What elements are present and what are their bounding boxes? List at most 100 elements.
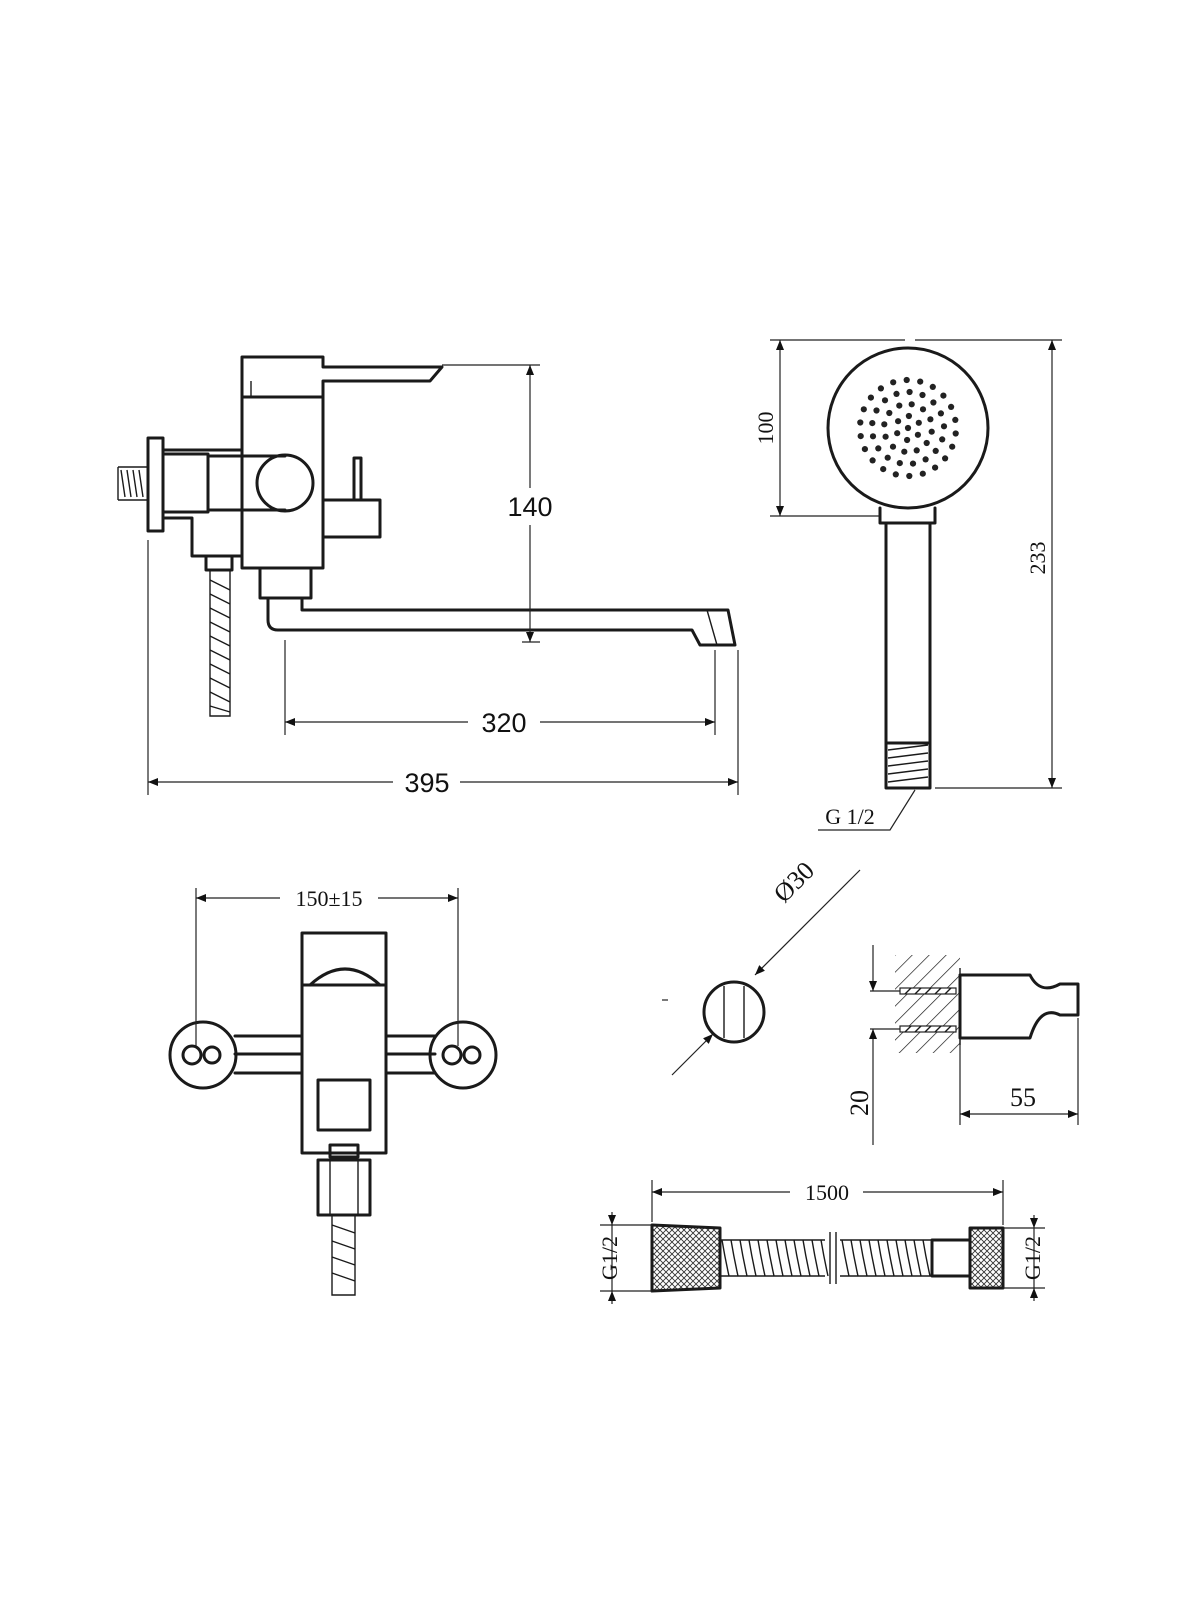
nozzle-dot: [939, 436, 946, 443]
nozzle-dot: [932, 464, 939, 471]
hand-shower-view: [826, 346, 990, 790]
hose-rib: [841, 1239, 850, 1277]
nozzle-dot: [952, 430, 959, 437]
hose-rib: [802, 1239, 811, 1277]
nozzle-dot: [857, 419, 864, 426]
dim-150-label: 150±15: [295, 886, 362, 911]
dim-30-label: Ø30: [768, 856, 820, 908]
hose-rib: [820, 1239, 829, 1277]
dim-20-label: 20: [845, 1090, 874, 1116]
wall-holder-view: [870, 955, 1080, 1053]
nozzle-dot: [873, 407, 880, 414]
dimension-100: 100: [753, 339, 905, 517]
nozzle-dot: [913, 447, 920, 454]
hose-rib: [904, 1239, 913, 1277]
hose-rib: [775, 1239, 784, 1277]
nozzle-dot: [904, 436, 911, 444]
hose-rib: [793, 1239, 802, 1277]
dimension-140: 140: [442, 364, 553, 643]
hose-thread-left-label: G1/2: [597, 1236, 622, 1280]
nozzle-dot: [880, 466, 887, 473]
nozzle-dot: [893, 390, 900, 397]
nozzle-dot: [875, 445, 882, 452]
dim-140-label: 140: [507, 492, 552, 522]
dim-1500-label: 1500: [805, 1180, 849, 1205]
nozzle-dot: [869, 457, 876, 464]
nozzle-dot: [896, 402, 903, 409]
nozzle-dot: [867, 394, 875, 401]
hose-rib: [859, 1239, 868, 1277]
dimension-g12-left: G1/2: [597, 1212, 652, 1304]
dim-233-label: 233: [1025, 542, 1050, 575]
nozzle-dot: [949, 443, 956, 450]
dim-100-label: 100: [753, 412, 778, 445]
nozzle-dot: [929, 383, 936, 390]
nozzle-dot: [892, 471, 899, 478]
hose-rib: [895, 1239, 904, 1277]
hose-rib: [739, 1239, 748, 1277]
nozzle-dot: [901, 448, 908, 455]
nozzle-dot: [937, 410, 945, 417]
nozzle-dot: [928, 428, 935, 435]
nozzle-dot: [906, 472, 913, 480]
hose-rib: [922, 1239, 931, 1277]
nozzle-dot: [889, 443, 897, 450]
hose-rib: [868, 1239, 877, 1277]
hose-rib: [850, 1239, 859, 1277]
hose-rib: [877, 1239, 886, 1277]
mixer-front-view: [168, 931, 498, 1296]
nozzle-dot: [927, 416, 934, 423]
nozzle-dot: [869, 420, 876, 427]
hose-rib: [748, 1239, 757, 1277]
nozzle-dot: [861, 446, 869, 453]
thread-leader: G 1/2: [818, 789, 916, 831]
nozzle-dot: [903, 376, 910, 384]
nozzle-dot: [904, 424, 912, 432]
nozzle-dot: [919, 406, 927, 413]
nozzle-dot: [930, 399, 937, 406]
nozzle-dot: [894, 430, 901, 437]
nozzle-dot: [895, 418, 902, 425]
dimension-150: 150±15: [195, 886, 459, 1046]
nozzle-dot: [940, 423, 948, 430]
shower-nozzles: [857, 376, 959, 480]
nozzle-dot: [882, 433, 889, 440]
hose-rib: [784, 1239, 793, 1277]
nozzle-dot: [857, 433, 864, 440]
nozzle-dot: [917, 378, 924, 385]
hose-rib: [757, 1239, 766, 1277]
hose-view: [650, 1223, 1005, 1293]
dimension-233: 233: [915, 339, 1062, 789]
dim-395-label: 395: [404, 768, 449, 798]
nozzle-dot: [932, 447, 939, 454]
nozzle-dot: [886, 409, 893, 417]
hose-ribs-left: [721, 1239, 829, 1277]
nozzle-dot: [890, 379, 897, 386]
dimension-20: 20: [845, 945, 877, 1145]
dimension-g12-right: G1/2: [1003, 1215, 1045, 1301]
nozzle-dot: [915, 419, 922, 426]
nozzle-dot: [922, 456, 929, 463]
mixer-side-view: [117, 355, 737, 717]
hose-rib: [811, 1239, 820, 1277]
nozzle-dot: [881, 421, 888, 428]
dimension-55: 55: [959, 1018, 1079, 1125]
hose-rib: [886, 1239, 895, 1277]
nozzle-dot: [896, 460, 903, 467]
nozzle-dot: [923, 439, 930, 447]
dim-55-label: 55: [1010, 1083, 1036, 1112]
nozzle-dot: [905, 412, 913, 420]
nozzle-dot: [877, 385, 885, 392]
nozzle-dot: [860, 406, 867, 413]
holder-circle-view: Ø30: [662, 856, 861, 1076]
shower-thread-label: G 1/2: [825, 804, 875, 829]
hose-rib: [721, 1239, 730, 1277]
nozzle-dot: [919, 470, 926, 477]
nozzle-dot: [952, 416, 959, 423]
nozzle-dot: [914, 431, 922, 438]
dim-320-label: 320: [481, 708, 526, 738]
dimension-395: 395: [147, 540, 739, 798]
nozzle-dot: [869, 433, 877, 440]
dimension-320: 320: [284, 640, 716, 738]
